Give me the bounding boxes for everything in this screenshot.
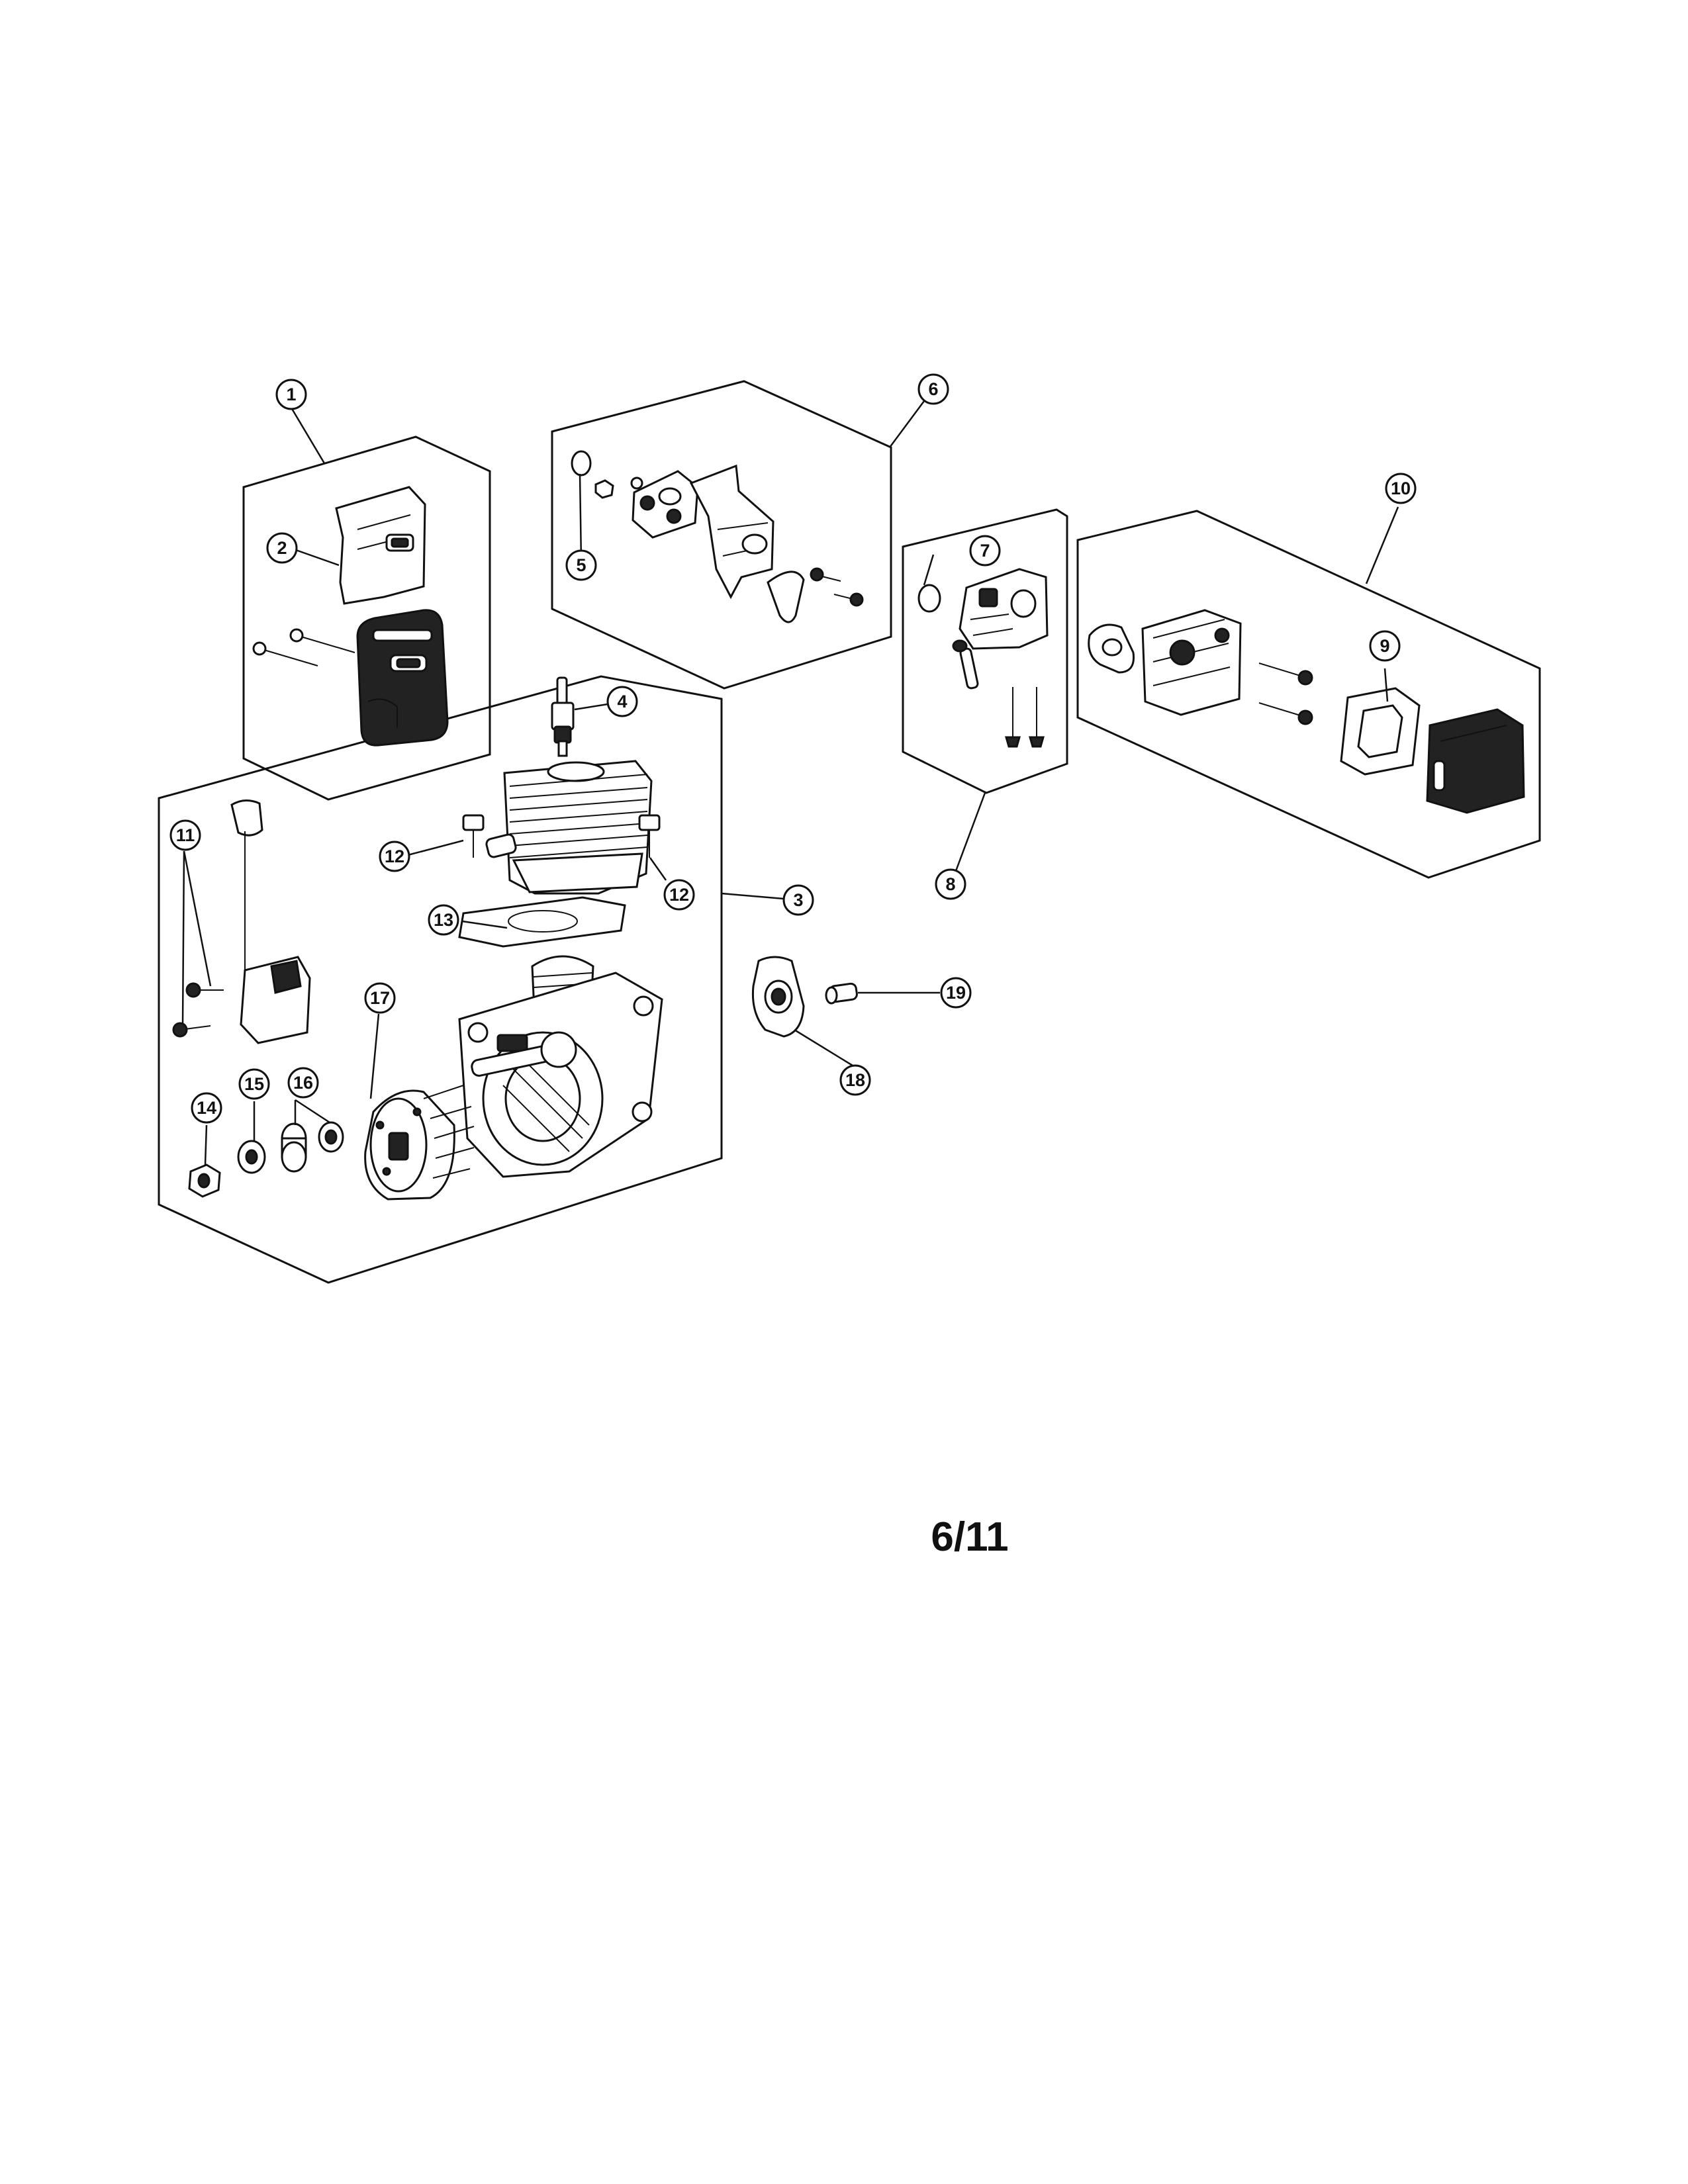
svg-text:14: 14 bbox=[197, 1098, 216, 1118]
callout-7: 7 bbox=[969, 535, 1001, 567]
svg-text:4: 4 bbox=[617, 692, 627, 711]
muffler-heat-shield bbox=[335, 486, 426, 605]
callout-1: 1 bbox=[275, 379, 307, 410]
air-filter-gasket bbox=[1088, 623, 1135, 674]
callout-10: 10 bbox=[1385, 473, 1417, 504]
muffler-screws bbox=[252, 628, 355, 666]
svg-text:3: 3 bbox=[793, 890, 803, 910]
page-number: 6/11 bbox=[931, 1514, 1009, 1560]
air-filter-cover bbox=[1426, 708, 1525, 814]
callout-4: 4 bbox=[606, 686, 638, 717]
carburetor bbox=[952, 568, 1049, 690]
callout-12-left: 12 bbox=[379, 841, 410, 872]
callout-17: 17 bbox=[364, 982, 396, 1014]
muffler bbox=[356, 609, 449, 747]
svg-text:2: 2 bbox=[277, 538, 287, 558]
flywheel-spacer bbox=[281, 1121, 344, 1173]
callout-3: 3 bbox=[782, 884, 814, 916]
svg-text:11: 11 bbox=[176, 825, 195, 845]
callout-18: 18 bbox=[839, 1064, 871, 1096]
svg-text:9: 9 bbox=[1380, 636, 1389, 656]
carburetor-group-outline bbox=[902, 508, 1068, 794]
svg-text:15: 15 bbox=[244, 1074, 264, 1094]
air-filter-base bbox=[1141, 609, 1242, 716]
intake-group-outline bbox=[551, 380, 892, 690]
svg-text:6: 6 bbox=[928, 379, 938, 399]
spark-plug bbox=[551, 676, 575, 757]
svg-text:17: 17 bbox=[370, 988, 390, 1008]
callout-8: 8 bbox=[935, 868, 966, 900]
svg-text:12: 12 bbox=[385, 846, 404, 866]
svg-text:16: 16 bbox=[293, 1073, 313, 1093]
svg-text:12: 12 bbox=[669, 885, 689, 905]
intake-bracket bbox=[689, 464, 774, 600]
svg-text:1: 1 bbox=[286, 385, 296, 404]
callout-11: 11 bbox=[169, 819, 201, 851]
carburetor-o-ring bbox=[917, 584, 941, 613]
callout-12-right: 12 bbox=[663, 879, 695, 911]
flywheel-washer bbox=[237, 1140, 266, 1174]
intake-o-ring bbox=[571, 450, 592, 477]
callout-15: 15 bbox=[238, 1068, 270, 1100]
svg-text:10: 10 bbox=[1391, 478, 1411, 498]
intake-nut bbox=[594, 479, 614, 499]
callout-16: 16 bbox=[287, 1067, 319, 1099]
svg-text:5: 5 bbox=[576, 555, 586, 575]
engine-group-outline bbox=[158, 675, 723, 1284]
air-filter-group-outline bbox=[1076, 510, 1541, 879]
crankcase bbox=[458, 972, 663, 1178]
carburetor-adapter bbox=[630, 470, 699, 539]
carburetor-bolts bbox=[1005, 687, 1045, 748]
crankshaft bbox=[471, 1031, 577, 1077]
cylinder-gasket bbox=[458, 896, 626, 948]
air-filter-screws bbox=[1258, 662, 1313, 725]
flywheel bbox=[364, 1085, 475, 1201]
intake-flapper bbox=[767, 570, 805, 623]
callout-14: 14 bbox=[191, 1092, 222, 1124]
callout-6: 6 bbox=[917, 373, 949, 405]
svg-text:18: 18 bbox=[845, 1070, 865, 1090]
callout-13: 13 bbox=[428, 904, 459, 936]
svg-text:13: 13 bbox=[434, 910, 453, 930]
svg-text:8: 8 bbox=[945, 874, 955, 894]
air-filter-element bbox=[1340, 687, 1421, 776]
clutch-assembly bbox=[751, 956, 805, 1038]
callout-19: 19 bbox=[940, 977, 972, 1009]
flywheel-nut bbox=[188, 1163, 221, 1198]
callout-2: 2 bbox=[266, 532, 298, 564]
callout-5: 5 bbox=[565, 549, 597, 581]
ignition-coil-screws bbox=[172, 982, 224, 1038]
clutch-spacer bbox=[825, 982, 858, 1005]
svg-text:7: 7 bbox=[980, 541, 990, 561]
svg-text:19: 19 bbox=[946, 983, 966, 1003]
cylinder bbox=[485, 760, 653, 895]
muffler-group-outline bbox=[242, 435, 491, 801]
intake-screws bbox=[810, 567, 864, 607]
callout-9: 9 bbox=[1369, 630, 1401, 662]
leader-lines bbox=[181, 400, 1399, 1165]
ignition-coil bbox=[230, 799, 311, 1044]
cylinder-screws bbox=[462, 814, 661, 858]
